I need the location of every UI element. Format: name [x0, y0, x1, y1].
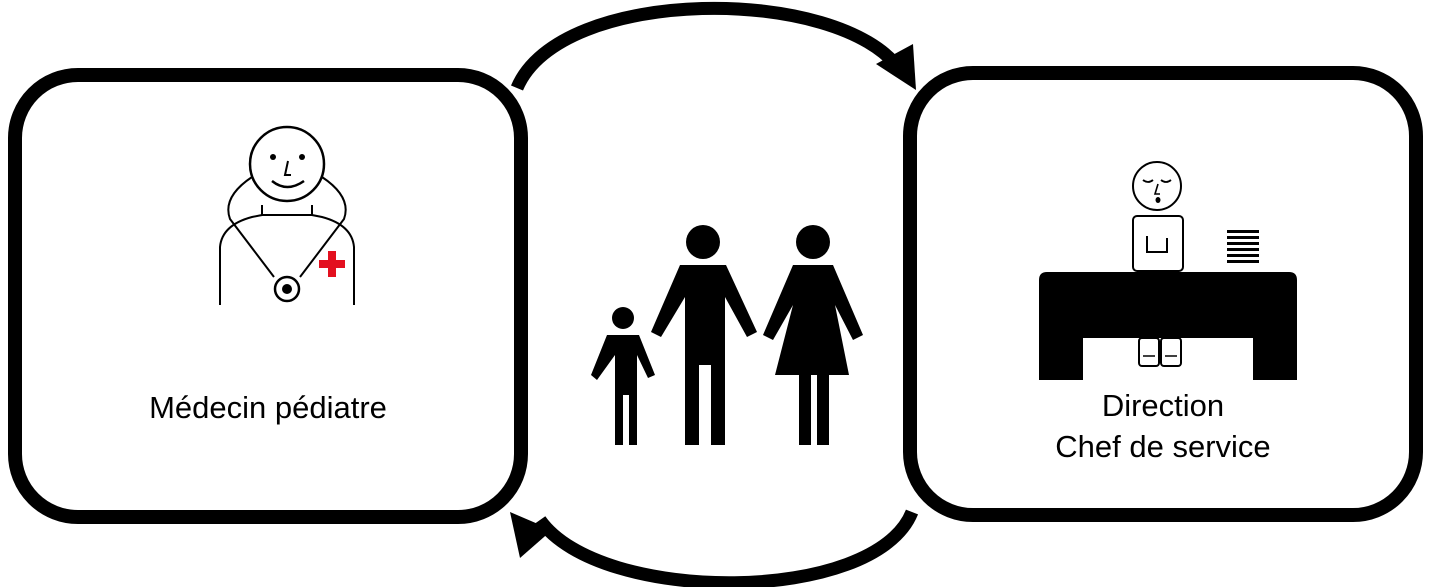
director-at-desk-icon	[1027, 148, 1307, 380]
director-box: Direction Chef de service	[903, 66, 1423, 522]
paper-stack	[1227, 230, 1259, 263]
director-label: Direction Chef de service	[917, 385, 1409, 467]
doctor-with-stethoscope-icon	[202, 117, 372, 307]
director-label-line2: Chef de service	[917, 426, 1409, 467]
man-figure	[651, 225, 757, 445]
child-figure	[591, 307, 655, 445]
bottom-curved-arrow	[510, 512, 912, 583]
pediatrician-box: Médecin pédiatre	[8, 68, 528, 524]
top-curved-arrow	[517, 8, 916, 90]
pediatrician-label-text: Médecin pédiatre	[22, 387, 514, 428]
woman-figure	[763, 225, 863, 445]
family-icon	[585, 215, 865, 455]
pediatrician-label: Médecin pédiatre	[22, 387, 514, 428]
director-label-line1: Direction	[917, 385, 1409, 426]
